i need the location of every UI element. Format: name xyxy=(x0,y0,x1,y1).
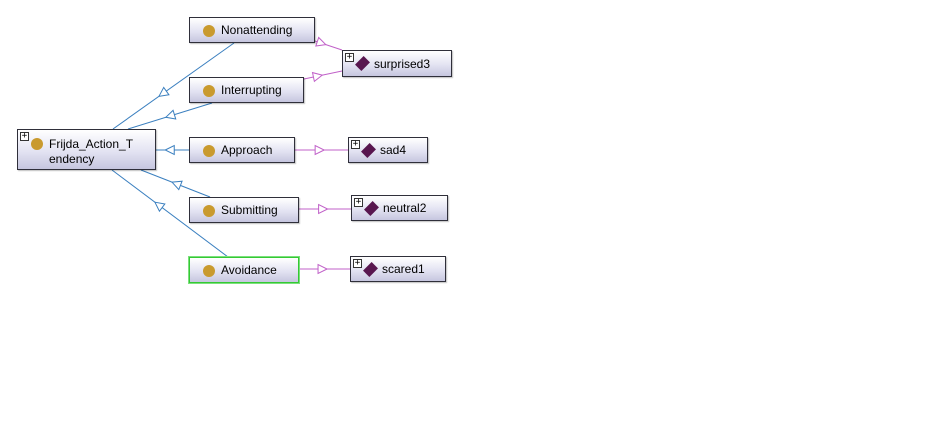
class-node-frijda-action-tendency[interactable]: + Frijda_Action_T endency xyxy=(17,129,156,170)
arrowhead-icon xyxy=(311,71,324,83)
class-label: Approach xyxy=(221,143,273,157)
expand-toggle[interactable]: + xyxy=(354,197,363,207)
class-circle-icon xyxy=(203,145,215,157)
class-circle-icon xyxy=(31,138,43,150)
arrowhead-icon xyxy=(164,144,175,156)
expand-toggle[interactable]: + xyxy=(351,139,360,149)
arrowhead-icon xyxy=(315,36,327,47)
class-label-line2: endency xyxy=(49,152,95,166)
edge-interrupting-root xyxy=(127,102,213,130)
individual-label: neutral2 xyxy=(383,201,427,215)
expand-toggle[interactable]: + xyxy=(345,52,354,62)
class-label: Nonattending xyxy=(221,23,293,37)
individual-node-scared1[interactable]: + scared1 xyxy=(350,256,446,282)
class-circle-icon xyxy=(203,205,215,217)
edge-submitting-neutral2 xyxy=(299,203,351,215)
individual-node-surprised3[interactable]: + surprised3 xyxy=(342,50,452,77)
edge-nonattending-root xyxy=(112,42,235,130)
class-circle-icon xyxy=(203,85,215,97)
edge-interrupting-surprised3 xyxy=(303,70,343,83)
arrowhead-icon xyxy=(314,144,326,156)
class-node-submitting[interactable]: Submitting xyxy=(189,197,299,223)
individual-diamond-icon xyxy=(363,262,378,277)
class-node-nonattending[interactable]: Nonattending xyxy=(189,17,315,43)
edge-submitting-root xyxy=(140,169,211,198)
class-node-avoidance[interactable]: Avoidance xyxy=(189,257,299,283)
individual-diamond-icon xyxy=(364,201,379,216)
class-node-interrupting[interactable]: Interrupting xyxy=(189,77,304,103)
class-label-line1: Frijda_Action_T xyxy=(49,137,134,151)
individual-label: scared1 xyxy=(382,262,425,276)
edge-avoidance-scared1 xyxy=(299,263,350,275)
expand-toggle[interactable]: + xyxy=(353,258,362,268)
expand-toggle[interactable]: + xyxy=(20,131,29,141)
edge-approach-sad4 xyxy=(295,144,348,156)
edge-nonattending-surprised3 xyxy=(314,36,343,51)
class-label: Submitting xyxy=(221,203,278,217)
edge-avoidance-root xyxy=(111,169,229,258)
edge-approach-root xyxy=(156,144,189,156)
arrowhead-icon xyxy=(317,263,329,275)
arrowhead-icon xyxy=(158,86,170,97)
individual-label: surprised3 xyxy=(374,57,431,71)
arrowhead-icon xyxy=(318,203,329,215)
class-circle-icon xyxy=(203,265,215,277)
class-node-approach[interactable]: Approach xyxy=(189,137,295,163)
individual-diamond-icon xyxy=(355,56,370,71)
class-label: Interrupting xyxy=(221,83,282,97)
arrowhead-icon xyxy=(164,109,177,120)
class-label: Avoidance xyxy=(221,263,277,277)
individual-label: sad4 xyxy=(380,143,407,157)
individual-node-sad4[interactable]: + sad4 xyxy=(348,137,428,163)
arrowhead-icon xyxy=(154,201,166,213)
individual-diamond-icon xyxy=(361,143,376,158)
arrowhead-icon xyxy=(171,180,183,191)
class-circle-icon xyxy=(203,25,215,37)
individual-node-neutral2[interactable]: + neutral2 xyxy=(351,195,448,221)
